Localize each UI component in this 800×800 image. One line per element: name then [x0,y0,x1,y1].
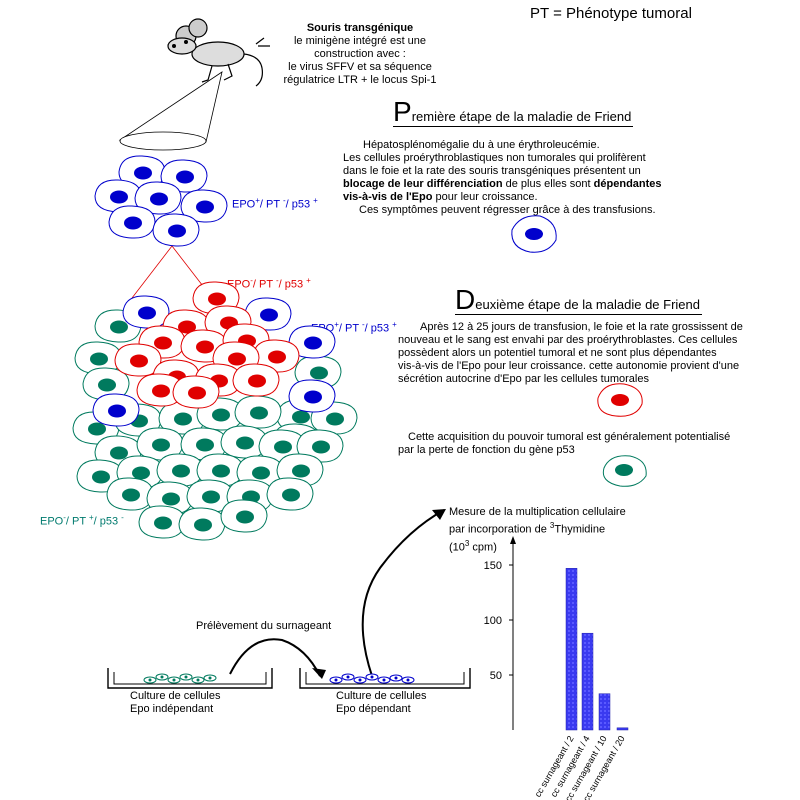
label-blue-cells-1: EPO+/ PT -/ p53 + [232,196,318,211]
y-tick-label: 50 [490,670,502,682]
p53-text: Cette acquisition du pouvoir tumoral est… [398,431,788,457]
culture-left-line2: Epo indépendant [130,703,214,715]
red-cell [172,375,220,409]
stage1-title: Première étape de la maladie de Friend [393,98,634,127]
stage2-text: Après 12 à 25 jours de transfusion, le f… [398,321,788,386]
stage1-text: Hépatosplénomégalie du à une érythroleuc… [343,139,703,217]
prelevement-label: Prélèvement du surnageant [196,620,332,632]
stage1-mid: de plus elles sont [502,178,594,190]
culture-dish-left [107,668,273,689]
green-cell [106,477,154,511]
isolated-blue-cell [511,215,557,253]
red-cell [232,363,280,397]
isolated-green-cell [602,455,647,487]
stage2-line: Après 12 à 25 jours de transfusion, le f… [420,321,743,333]
stage1-line: dans le foie et la rate des souris trans… [343,165,641,177]
stage1-line: vis-à-vis de l'Epo pour leur croissance. [343,191,703,204]
transgenic-title: Souris transgénique [306,22,414,34]
stage1-title-rest: remière étape de la maladie de Friend [411,109,632,124]
stage2-line: possèdent alors un potentiel tumoral et … [398,347,717,359]
red-cell [114,343,162,377]
mouse-icon [167,18,270,87]
blue-cell [122,295,170,329]
red-cell [136,373,184,407]
stage1-line: Ces symptômes peuvent régresser grâce à … [359,204,656,216]
y-axis-arrow [510,536,516,544]
culture-left-line1: Culture de cellules [130,690,221,702]
blue-cell [92,393,140,427]
connector-line [171,245,207,291]
culture-right-label: Culture de cellules Epo dépendant [336,690,427,716]
transgenic-line: le virus SFFV et sa séquence [288,61,432,73]
p53-line: par la perte de fonction du gène p53 [398,444,575,456]
red-cell [252,339,300,373]
bar [565,568,578,731]
stage2-title: Deuxième étape de la maladie de Friend [455,286,702,315]
culture-right-line2: Epo dépendant [336,703,411,715]
blue-cell [288,379,336,413]
label-green-cells: EPO-/ PT +/ p53 - [40,513,124,528]
bar [581,632,594,731]
y-tick-label: 150 [484,560,502,572]
stage2-line: nouveau et le sang est envahi par des pr… [398,334,738,346]
chart-title-line1: Mesure de la multiplication cellulaire [449,506,626,518]
chart-title-line2: par incorporation de 3Thymidine [449,521,606,536]
transgenic-line: régulatrice LTR + le locus Spi-1 [283,74,437,86]
stage1-initial: P [393,96,412,127]
stage1-bold: vis-à-vis de l'Epo [343,191,433,203]
bar [616,727,629,731]
blue-cell [288,325,336,359]
transgenic-description: Souris transgénique le minigène intégré … [280,22,440,87]
stage1-bold: dépendantes [593,178,662,190]
culture-left-label: Culture de cellules Epo indépendant [130,690,221,716]
stage2-line: sécrétion autocrine d'Epo par les cellul… [398,373,649,385]
transgenic-line: le minigène intégré est une [293,35,427,47]
arrow-prelevement [229,638,321,677]
blue-cell [108,205,156,239]
stage2-line: vis-à-vis de l'Epo pour leur croissance.… [398,360,740,372]
green-cell [186,479,234,513]
green-cell [74,341,122,375]
blue-cell [134,181,182,215]
arrowhead [432,509,446,520]
green-cell [220,499,268,533]
green-cell [178,507,226,541]
zoom-cone-base [119,131,207,151]
y-tick-label: 100 [484,615,502,627]
stage1-line: blocage de leur différenciation de plus … [343,178,703,191]
culture-right-line1: Culture de cellules [336,690,427,702]
green-cell [266,477,314,511]
arrow-to-chart [361,509,445,677]
chart-unit: (103 cpm) [449,538,497,554]
green-cell [138,505,186,539]
blue-cell [152,213,200,247]
arrowhead [312,668,326,679]
stage2-initial: D [455,284,476,315]
green-cell [234,395,282,429]
stage1-tail: pour leur croissance. [432,191,538,203]
p53-line: Cette acquisition du pouvoir tumoral est… [408,431,731,443]
green-cell [156,453,204,487]
chart-title: Mesure de la multiplication cellulaire p… [449,506,709,554]
zoom-cone [118,71,223,143]
isolated-red-cell [597,383,643,417]
transgenic-line: construction avec : [314,48,406,60]
connector-line [131,245,173,299]
stage1-bold: blocage de leur différenciation [343,178,503,190]
stage1-line: Hépatosplénomégalie du à une érythroleuc… [363,139,600,151]
stage1-line: Les cellules proérythroblastiques non tu… [343,152,646,164]
culture-dish-right [299,668,471,689]
bar [598,693,611,731]
legend-text: PT = Phénotype tumoral [530,5,692,22]
green-cell [82,367,130,401]
stage2-title-rest: euxième étape de la maladie de Friend [475,297,700,312]
blue-cell [160,159,208,193]
